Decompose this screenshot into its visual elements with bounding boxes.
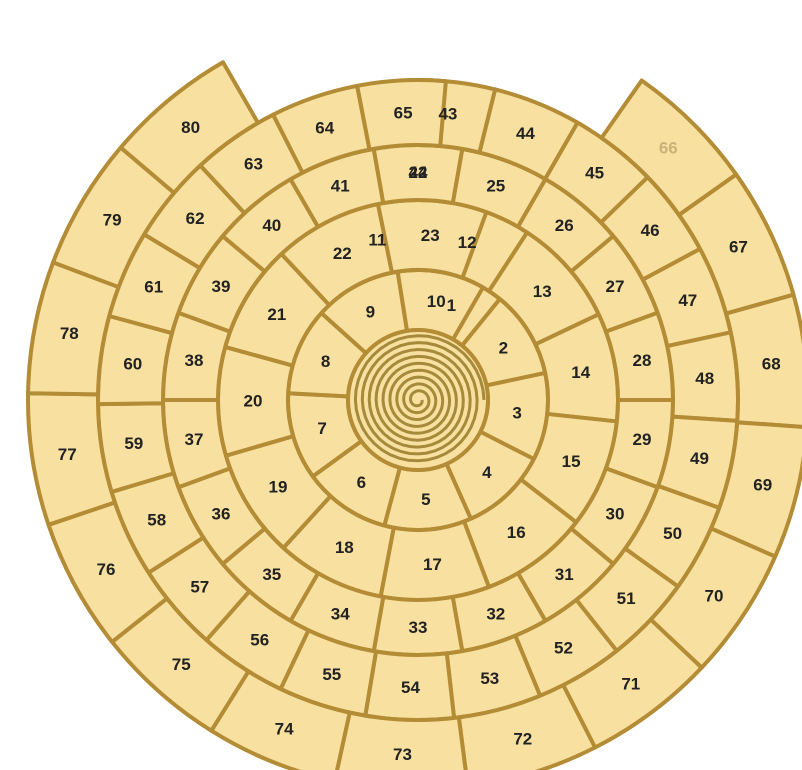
square-number-64: 64 xyxy=(315,119,334,138)
square-number-61: 61 xyxy=(144,277,163,296)
square-number-55: 55 xyxy=(322,665,341,684)
square-number-73: 73 xyxy=(393,745,412,764)
square-number-10: 10 xyxy=(427,292,446,311)
square-number-46: 46 xyxy=(641,221,660,240)
square-number-52: 52 xyxy=(554,638,573,657)
square-number-48: 48 xyxy=(695,369,714,388)
square-number-50: 50 xyxy=(663,524,682,543)
square-number-77: 77 xyxy=(58,445,77,464)
square-number-71: 71 xyxy=(621,675,640,694)
spiral-center xyxy=(348,330,488,470)
square-number-51: 51 xyxy=(617,589,636,608)
square-number-3: 3 xyxy=(512,404,521,423)
square-number-15: 15 xyxy=(562,452,581,471)
square-number-21: 21 xyxy=(267,305,286,324)
square-number-8: 8 xyxy=(321,352,330,371)
square-number-54: 54 xyxy=(401,678,420,697)
square-number-78: 78 xyxy=(60,324,79,343)
square-number-29: 29 xyxy=(633,430,652,449)
square-number-17: 17 xyxy=(423,555,442,574)
square-number-41: 41 xyxy=(331,177,350,196)
square-number-42: 42 xyxy=(409,163,428,182)
square-number-11: 11 xyxy=(368,231,386,250)
square-number-40: 40 xyxy=(262,216,281,235)
square-number-19: 19 xyxy=(269,478,288,497)
square-number-63: 63 xyxy=(244,155,263,174)
square-number-35: 35 xyxy=(262,565,281,584)
square-number-72: 72 xyxy=(513,730,532,749)
square-number-44: 44 xyxy=(516,124,535,143)
square-number-68: 68 xyxy=(762,354,781,373)
square-number-7: 7 xyxy=(317,419,326,438)
square-number-34: 34 xyxy=(331,604,350,623)
square-number-33: 33 xyxy=(409,618,428,637)
square-number-80: 80 xyxy=(181,118,200,137)
square-number-20: 20 xyxy=(244,392,263,411)
square-number-75: 75 xyxy=(172,655,191,674)
square-number-22: 22 xyxy=(333,244,352,263)
square-number-74: 74 xyxy=(275,719,294,738)
square-number-26: 26 xyxy=(555,216,574,235)
square-number-1: 1 xyxy=(447,296,456,315)
square-number-60: 60 xyxy=(123,354,142,373)
square-number-16: 16 xyxy=(507,523,526,542)
square-number-69: 69 xyxy=(753,475,772,494)
square-number-5: 5 xyxy=(421,490,430,509)
square-number-14: 14 xyxy=(571,363,590,382)
square-number-2: 2 xyxy=(499,338,508,357)
square-number-25: 25 xyxy=(486,177,505,196)
square-number-76: 76 xyxy=(97,560,116,579)
square-number-59: 59 xyxy=(124,434,143,453)
square-number-79: 79 xyxy=(103,210,122,229)
square-number-53: 53 xyxy=(480,669,499,688)
square-number-28: 28 xyxy=(633,351,652,370)
square-number-31: 31 xyxy=(555,565,574,584)
square-number-65: 65 xyxy=(394,103,413,122)
square-number-36: 36 xyxy=(212,504,231,523)
square-number-18: 18 xyxy=(335,538,354,557)
square-number-43: 43 xyxy=(438,105,457,124)
square-number-57: 57 xyxy=(190,578,209,597)
square-number-9: 9 xyxy=(366,303,375,322)
square-number-37: 37 xyxy=(185,430,204,449)
square-number-70: 70 xyxy=(705,586,724,605)
square-number-39: 39 xyxy=(212,277,231,296)
square-number-13: 13 xyxy=(533,282,552,301)
square-number-45: 45 xyxy=(585,164,604,183)
square-number-56: 56 xyxy=(250,631,269,650)
square-number-12: 12 xyxy=(458,233,477,252)
square-number-30: 30 xyxy=(606,504,625,523)
square-number-66: 66 xyxy=(659,139,678,158)
square-number-49: 49 xyxy=(690,449,709,468)
square-number-58: 58 xyxy=(147,511,166,530)
square-number-4: 4 xyxy=(482,463,492,482)
square-number-62: 62 xyxy=(186,209,205,228)
square-number-27: 27 xyxy=(606,277,625,296)
square-number-47: 47 xyxy=(678,291,697,310)
square-number-6: 6 xyxy=(357,473,366,492)
square-number-32: 32 xyxy=(486,604,505,623)
square-number-38: 38 xyxy=(185,351,204,370)
square-number-67: 67 xyxy=(729,238,748,257)
square-number-23: 23 xyxy=(421,226,440,245)
